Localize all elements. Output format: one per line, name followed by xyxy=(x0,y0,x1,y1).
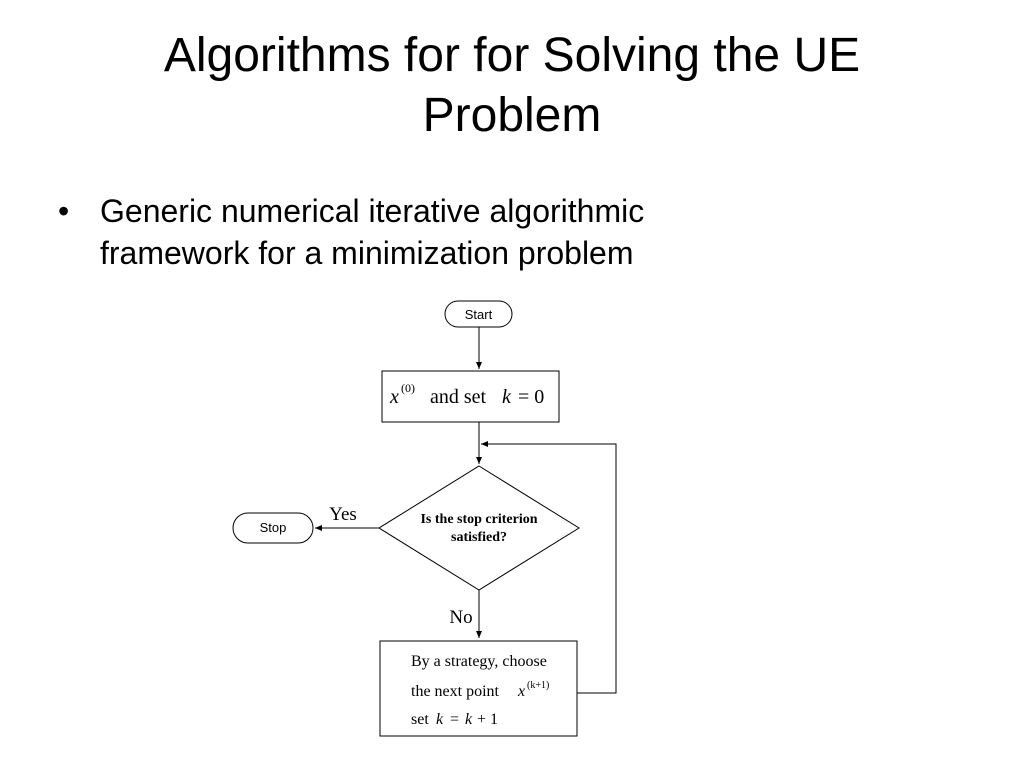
decision-line-1: Is the stop criterion xyxy=(420,512,537,527)
update-plus: + 1 xyxy=(477,711,498,728)
bullet-text: Generic numerical iterative algorithmic … xyxy=(100,190,860,274)
slide-title: Algorithms for for Solving the UE Proble… xyxy=(0,26,1024,146)
update-eq: = xyxy=(450,711,459,728)
update-k1: k xyxy=(436,711,444,728)
update-line-1: By a strategy, choose xyxy=(411,653,547,670)
update-line-2: the next point xyxy=(411,683,500,700)
init-k: k xyxy=(502,386,512,408)
no-label: No xyxy=(449,607,472,628)
stop-label: Stop xyxy=(260,520,287,535)
update-x: x xyxy=(517,683,525,700)
init-sup: (0) xyxy=(401,381,415,395)
update-line-3-prefix: set xyxy=(411,711,429,728)
update-sup: (k+1) xyxy=(527,680,549,691)
slide-title-line-2: Problem xyxy=(422,89,602,142)
init-x: x xyxy=(389,386,399,408)
update-box: By a strategy, choose the next point x (… xyxy=(379,640,578,737)
bullet-text-line-1: Generic numerical iterative algorithmic xyxy=(100,193,645,229)
init-box: x (0) and set k = 0 xyxy=(381,370,560,423)
yes-label: Yes xyxy=(329,504,357,525)
start-label: Start xyxy=(465,307,493,322)
init-text: and set xyxy=(430,386,487,408)
bullet-point-icon: • xyxy=(58,193,70,229)
arrow-loop-back xyxy=(481,441,617,694)
update-k2: k xyxy=(465,711,473,728)
start-terminal: Start xyxy=(444,300,513,328)
init-eq: = 0 xyxy=(518,386,544,408)
decision-line-2: satisfied? xyxy=(451,530,507,545)
stop-terminal: Stop xyxy=(232,512,314,544)
bullet-text-line-2: framework for a minimization problem xyxy=(100,235,634,271)
decision-diamond: Is the stop criterion satisfied? xyxy=(378,465,580,591)
slide-title-line-1: Algorithms for for Solving the UE xyxy=(163,29,861,82)
